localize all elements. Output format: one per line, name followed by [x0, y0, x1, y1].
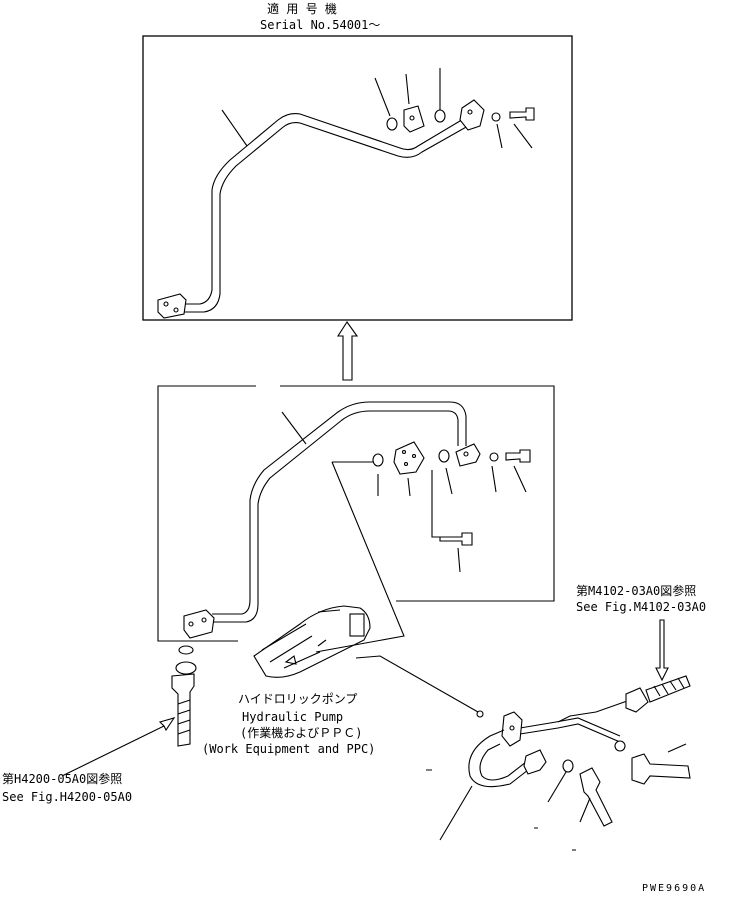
pump-connection-lines — [315, 461, 405, 653]
upgrade-arrow — [336, 321, 359, 381]
hydraulic-pump — [253, 605, 371, 678]
lower-washer-bolt — [489, 449, 531, 463]
pump-note-jp: (作業機およびＰＰＣ) — [240, 726, 363, 740]
upper-pipe — [178, 113, 469, 313]
right-reference-jp: 第M4102-03A0図参照 — [576, 584, 697, 598]
upper-flange-top — [459, 99, 485, 131]
upper-variant-frame — [142, 35, 573, 321]
right-ref-arrow — [655, 619, 669, 682]
upper-o-ring — [386, 117, 398, 131]
pump-label-jp: ハイドロリックポンプ — [238, 692, 358, 706]
lower-flange-bottom — [183, 609, 215, 639]
pump-note-en: (Work Equipment and PPC) — [202, 742, 376, 756]
lower-variant-frame — [157, 385, 555, 642]
upper-split-flange — [403, 105, 425, 133]
upper-leader-lines — [221, 68, 533, 149]
lower-gasket — [438, 449, 450, 463]
suction-hose — [171, 645, 197, 747]
lower-flange-top — [455, 443, 481, 467]
applicable-serial-number: Serial No.54001～ — [260, 18, 381, 32]
lower-fitting — [439, 532, 473, 546]
upper-gasket — [434, 109, 446, 123]
applicable-serial-heading-jp: 適 用 号 機 — [267, 2, 337, 16]
left-reference-en: See Fig.H4200-05A0 — [2, 790, 133, 804]
lower-right-assembly — [426, 675, 691, 851]
left-ref-arrow — [61, 717, 176, 777]
lower-o-ring — [372, 453, 384, 467]
lower-split-flange — [393, 441, 425, 475]
lower-pipe — [212, 401, 467, 623]
upper-flange-bottom — [157, 293, 187, 319]
pump-label-en: Hydraulic Pump — [242, 710, 344, 724]
upper-washer-bolt — [491, 107, 535, 122]
lower-leader-lines — [281, 411, 527, 573]
left-reference-jp: 第H4200-05A0図参照 — [2, 772, 123, 786]
drawing-code: PWE9690A — [642, 883, 707, 894]
right-reference-en: See Fig.M4102-03A0 — [576, 600, 707, 614]
